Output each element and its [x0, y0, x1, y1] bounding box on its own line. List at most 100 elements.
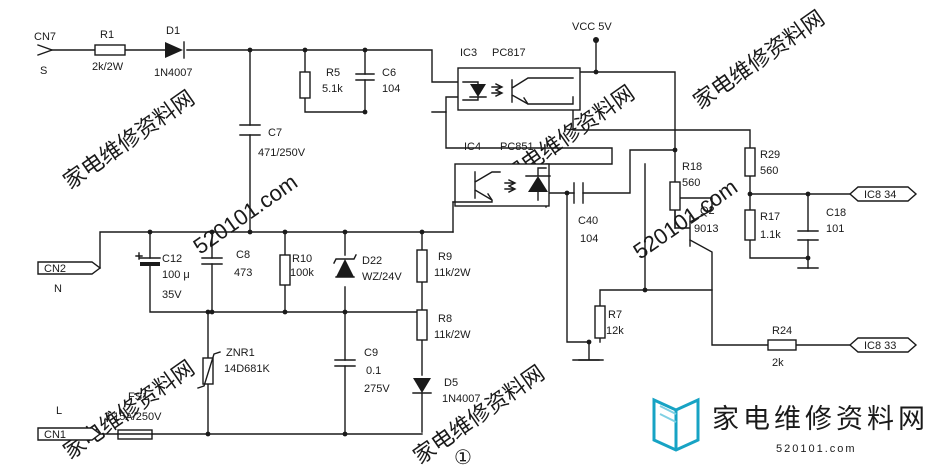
d1-value: 1N4007 — [154, 67, 193, 79]
watermark-cn: 家电维修资料网 — [409, 360, 550, 469]
resistor-r29: R29 560 — [744, 147, 780, 177]
resistor-r10: R10 100k — [279, 253, 314, 286]
book-icon — [652, 397, 700, 452]
d5-label: D5 — [444, 377, 458, 389]
r18-label: R18 — [682, 161, 702, 173]
diode-d1: D1 1N4007 — [154, 25, 193, 79]
fs1-value: 3.15A/250V — [104, 411, 162, 423]
vcc-label: VCC 5V — [572, 21, 612, 33]
r9-value: 11k/2W — [434, 267, 471, 279]
pc817-label: PC817 — [492, 47, 526, 59]
resistor-r9: R9 11k/2W — [416, 249, 471, 283]
watermark-cn: 家电维修资料网 — [59, 355, 200, 464]
connector-cn1: CN1 L — [37, 405, 102, 441]
r29-label: R29 — [760, 149, 780, 161]
r1-value: 2k/2W — [92, 61, 124, 73]
c6-value: 104 — [382, 83, 400, 95]
r8-value: 11k/2W — [434, 329, 471, 341]
ic8-33-label: IC8 33 — [864, 340, 896, 352]
capacitor-c9: C9 0.1 275V — [334, 347, 390, 395]
figure-number: ① — [454, 447, 472, 469]
transistor-q2: Q2 9013 — [694, 205, 718, 235]
c7-label: C7 — [268, 127, 282, 139]
resistor-r24: R24 2k — [767, 325, 797, 369]
c9-voltage: 275V — [364, 383, 390, 395]
watermark-cn: 家电维修资料网 — [689, 5, 830, 114]
c40-value: 104 — [580, 233, 598, 245]
zener-d22: D22 WZ/24V — [333, 254, 402, 283]
r1-label: R1 — [100, 29, 114, 41]
fs1-label: FS1 — [128, 391, 148, 403]
capacitor-c7: C7 471/250V — [239, 124, 306, 159]
c18-value: 101 — [826, 223, 844, 235]
connector-ic8-34: IC8 34 — [848, 186, 918, 202]
diode-d5: D5 1N4007 — [412, 377, 481, 405]
ic3-label: IC3 — [460, 47, 477, 59]
znr1-value: 14D681K — [224, 363, 271, 375]
r17-label: R17 — [760, 211, 780, 223]
r24-label: R24 — [772, 325, 792, 337]
r7-label: R7 — [608, 309, 622, 321]
c40-label: C40 — [578, 215, 598, 227]
d22-value: WZ/24V — [362, 271, 402, 283]
resistor-r18: R18 560 — [669, 161, 702, 211]
c12-voltage: 35V — [162, 289, 182, 301]
resistor-r5: R5 5.1k — [299, 67, 343, 99]
capacitor-c6: C6 104 — [355, 67, 400, 95]
r8-label: R8 — [438, 313, 452, 325]
c6-label: C6 — [382, 67, 396, 79]
c9-value: 0.1 — [366, 365, 381, 377]
r24-value: 2k — [772, 357, 784, 369]
resistor-r7: R7 12k — [594, 305, 624, 339]
capacitor-c18: C18 101 — [797, 207, 846, 241]
d1-label: D1 — [166, 25, 180, 37]
vcc-supply: VCC 5V — [572, 21, 612, 33]
cn2-label: CN2 — [44, 263, 66, 275]
varistor-znr1: ZNR1 14D681K — [197, 347, 271, 389]
ic4-label: IC4 — [464, 141, 481, 153]
cn1-label: CN1 — [44, 429, 66, 441]
r29-value: 560 — [760, 165, 778, 177]
znr1-label: ZNR1 — [226, 347, 255, 359]
c18-label: C18 — [826, 207, 846, 219]
capacitor-c40: C40 104 — [573, 182, 598, 245]
c8-value: 473 — [234, 267, 252, 279]
r10-label: R10 — [292, 253, 312, 265]
d22-label: D22 — [362, 255, 382, 267]
optocoupler-ic3: IC3 PC817 — [457, 47, 581, 111]
q2-label: Q2 — [700, 205, 715, 217]
fuse-fs1: FS1 3.15A/250V — [104, 391, 162, 440]
c7-value: 471/250V — [258, 147, 306, 159]
c9-label: C9 — [364, 347, 378, 359]
resistor-r17: R17 1.1k — [744, 209, 781, 241]
site-logo: 家电维修资料网 520101.com — [652, 397, 929, 455]
optocoupler-ic4: IC4 PC851 — [452, 141, 551, 207]
r5-value: 5.1k — [322, 83, 343, 95]
logo-url: 520101.com — [776, 443, 857, 455]
resistor-r8: R8 11k/2W — [416, 309, 471, 341]
connector-ic8-33: IC8 33 — [848, 337, 918, 353]
c8-label: C8 — [236, 249, 250, 261]
n-label: N — [54, 283, 62, 295]
connector-cn2: CN2 N — [37, 261, 102, 295]
r5-label: R5 — [326, 67, 340, 79]
wires — [51, 39, 851, 435]
r17-value: 1.1k — [760, 229, 781, 241]
logo-text: 家电维修资料网 — [712, 404, 929, 434]
d5-value: 1N4007 — [442, 393, 481, 405]
resistor-r1: R1 2k/2W — [92, 29, 126, 73]
c12-label: C12 — [162, 253, 182, 265]
ic8-34-label: IC8 34 — [864, 189, 896, 201]
junctions — [147, 37, 811, 437]
watermark-cn: 家电维修资料网 — [59, 85, 200, 194]
r7-value: 12k — [606, 325, 624, 337]
l-label: L — [56, 405, 62, 417]
q2-value: 9013 — [694, 223, 718, 235]
r18-value: 560 — [682, 177, 700, 189]
r10-value: 100k — [290, 267, 314, 279]
cn7-label: CN7 — [34, 31, 56, 43]
connector-cn7: CN7 S — [34, 31, 56, 77]
pc851-label: PC851 — [500, 141, 534, 153]
capacitor-c8: C8 473 — [201, 249, 252, 279]
